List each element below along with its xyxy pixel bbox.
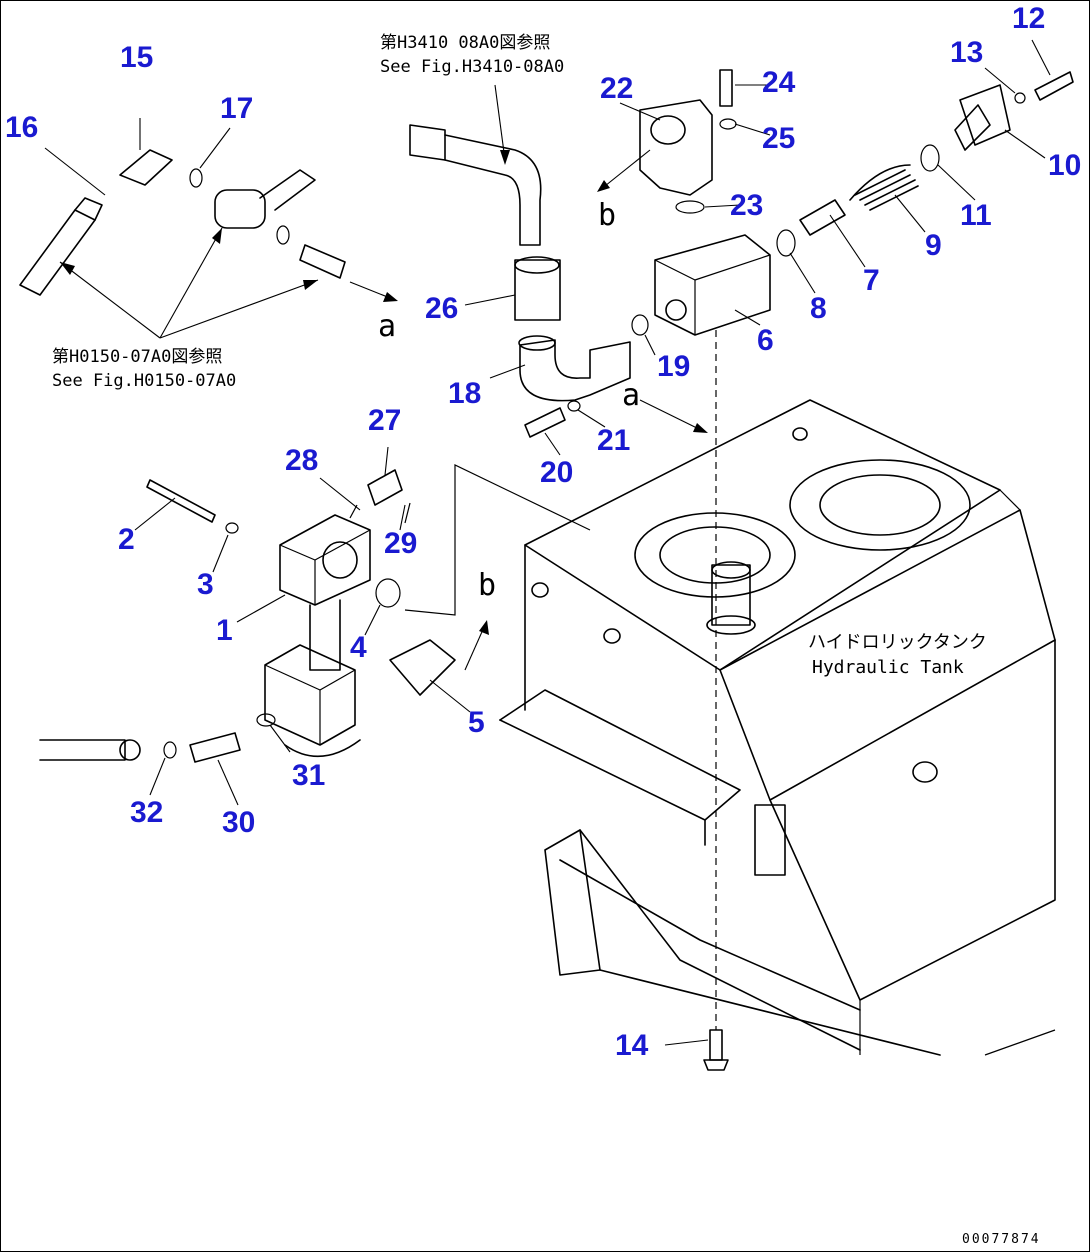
part-number-16: 16 [5,111,38,144]
reference-arrows [59,84,708,671]
part-number-28: 28 [285,444,318,477]
mark-a-left: a [378,309,396,344]
part-number-10: 10 [1048,149,1081,182]
part-number-14: 14 [615,1029,649,1062]
part-number-7: 7 [863,264,880,297]
part-number-11: 11 [960,199,992,232]
part-number-6: 6 [757,324,774,357]
part-number-26: 26 [425,292,458,325]
part-number-4: 4 [350,631,367,664]
part-number-12: 12 [1012,2,1045,35]
part-number-24: 24 [762,66,796,99]
part-number-15: 15 [120,41,153,74]
hydraulic-tank [499,399,1056,1056]
tank-label-jp: ハイドロリックタンク [808,632,987,653]
tank-label: ハイドロリックタンク Hydraulic Tank [808,632,987,678]
reference-notes: 第H3410 08A0図参照 See Fig.H3410-08A0 第H0150… [52,33,564,391]
part-number-3: 3 [197,568,214,601]
tank-label-en: Hydraulic Tank [812,657,964,678]
part-number-29: 29 [384,527,417,560]
small-fittings [524,314,729,1071]
filter-housing [39,469,456,763]
top-reference-en: See Fig.H3410-08A0 [380,57,564,77]
mark-a-tank: a [622,378,640,413]
connection-marks: a a b b [378,198,640,603]
pipes-and-elbows [409,69,737,402]
part-number-17: 17 [220,92,253,125]
part-number-30: 30 [222,806,255,839]
part-number-1: 1 [216,614,233,647]
sensor-group [19,149,346,296]
leader-lines [44,39,1051,1046]
part-number-27: 27 [368,404,401,437]
part-number-22: 22 [600,72,633,105]
part-number-18: 18 [448,377,481,410]
left-reference-jp: 第H0150-07A0図参照 [52,347,222,367]
part-number-9: 9 [925,229,942,262]
mark-b-filter: b [478,568,496,603]
part-number-23: 23 [730,189,763,222]
part-number-21: 21 [597,424,630,457]
part-number-5: 5 [468,706,485,739]
part-number-19: 19 [657,350,690,383]
part-number-20: 20 [540,456,573,489]
left-reference-en: See Fig.H0150-07A0 [52,371,236,391]
mark-b-top: b [598,198,616,233]
part-number-labels: 15 16 17 22 24 25 23 12 13 10 11 9 7 8 6… [5,2,1081,1062]
part-number-25: 25 [762,122,795,155]
drawing-code: 00077874 [962,1232,1041,1247]
top-reference-jp: 第H3410 08A0図参照 [380,33,550,53]
part-number-8: 8 [810,292,827,325]
part-number-13: 13 [950,36,983,69]
valve-block-assembly [654,71,1074,336]
part-number-31: 31 [292,759,325,792]
part-number-2: 2 [118,523,135,556]
part-number-32: 32 [130,796,163,829]
connection-line [404,464,591,616]
